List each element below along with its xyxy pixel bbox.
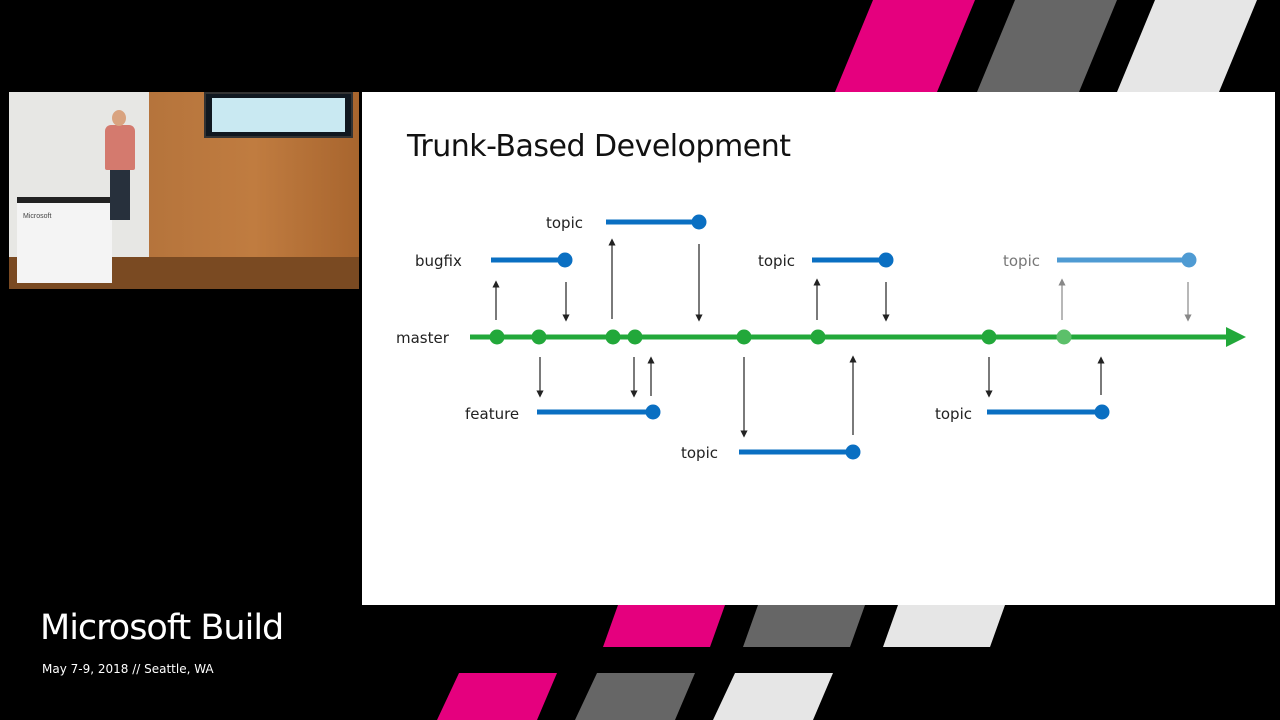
- branch-tip: [645, 404, 661, 420]
- branch-tip: [691, 214, 707, 230]
- trunk-commit: [1056, 329, 1072, 345]
- camera-room-screen: [204, 92, 353, 138]
- presentation-slide: Trunk-Based Development master bugfix: [362, 92, 1275, 605]
- stripe-gray-mid: [743, 605, 865, 647]
- trunk-commit: [627, 329, 643, 345]
- branch-topic-2: topic: [758, 252, 894, 322]
- camera-podium: Microsoft: [17, 197, 112, 283]
- trunk-commit: [810, 329, 826, 345]
- stripe-light-top: [1117, 0, 1257, 92]
- branch-tip: [557, 252, 573, 268]
- trunk-commit: [736, 329, 752, 345]
- branch-tip: [878, 252, 894, 268]
- branch-tip: [845, 444, 861, 460]
- trunk-commit: [489, 329, 505, 345]
- branch-topic-5: topic: [935, 356, 1110, 423]
- branch-topic-4: topic: [681, 355, 861, 462]
- branch-label-bugfix: bugfix: [415, 252, 462, 270]
- brand-title: Microsoft Build: [40, 608, 284, 648]
- branch-label-feature: feature: [465, 405, 519, 423]
- branch-label-topic: topic: [758, 252, 795, 270]
- branch-topic-1: topic: [546, 214, 707, 322]
- branching-diagram: master bugfix topic topic: [396, 214, 1246, 462]
- branch-topic-3: topic: [1003, 252, 1197, 322]
- stripe-gray-bottom: [575, 673, 695, 720]
- stripe-pink-bottom: [437, 673, 557, 720]
- stripe-light-mid: [883, 605, 1005, 647]
- branch-label-topic: topic: [681, 444, 718, 462]
- stripe-pink-mid: [603, 605, 725, 647]
- branch-label-topic: topic: [1003, 252, 1040, 270]
- slide-title: Trunk-Based Development: [407, 129, 791, 164]
- branch-label-topic: topic: [935, 405, 972, 423]
- stripe-pink-top: [835, 0, 975, 92]
- branch-tip: [1094, 404, 1110, 420]
- speaker-head: [112, 110, 126, 126]
- trunk-commit: [981, 329, 997, 345]
- trunk-commit: [605, 329, 621, 345]
- branch-label-topic: topic: [546, 214, 583, 232]
- stripe-light-bottom: [713, 673, 833, 720]
- master-label: master: [396, 329, 450, 347]
- speaker-body: [105, 125, 135, 170]
- stripe-gray-top: [977, 0, 1117, 92]
- speaker-camera-feed: Microsoft: [9, 92, 359, 289]
- event-info: May 7-9, 2018 // Seattle, WA: [42, 662, 214, 676]
- branch-bugfix: bugfix: [415, 252, 573, 322]
- branch-feature: feature: [465, 356, 661, 423]
- podium-logo: Microsoft: [23, 213, 52, 220]
- trunk-commit: [531, 329, 547, 345]
- branch-tip: [1181, 252, 1197, 268]
- speaker-legs: [110, 170, 130, 220]
